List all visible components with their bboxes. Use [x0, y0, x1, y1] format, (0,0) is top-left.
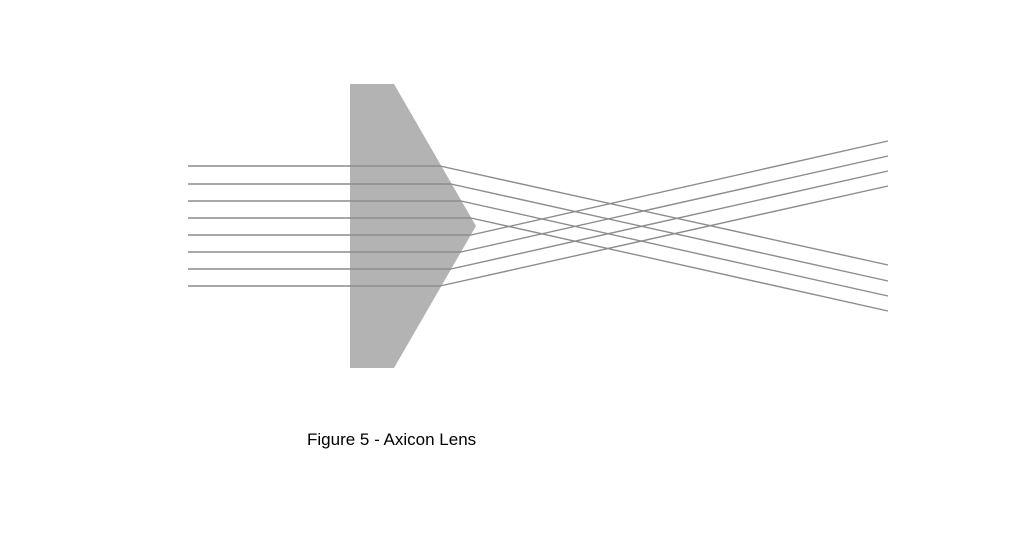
refracted-ray [460, 155, 889, 253]
refracted-ray [439, 165, 889, 266]
refracted-ray [439, 185, 889, 287]
refracted-ray [470, 140, 889, 236]
refracted-ray [450, 170, 889, 270]
refracted-ray [460, 200, 889, 297]
incoming-rays [188, 165, 471, 287]
figure-caption: Figure 5 - Axicon Lens [307, 430, 477, 449]
refracted-rays [439, 140, 889, 312]
refracted-ray [450, 183, 889, 282]
axicon-lens [350, 84, 476, 368]
